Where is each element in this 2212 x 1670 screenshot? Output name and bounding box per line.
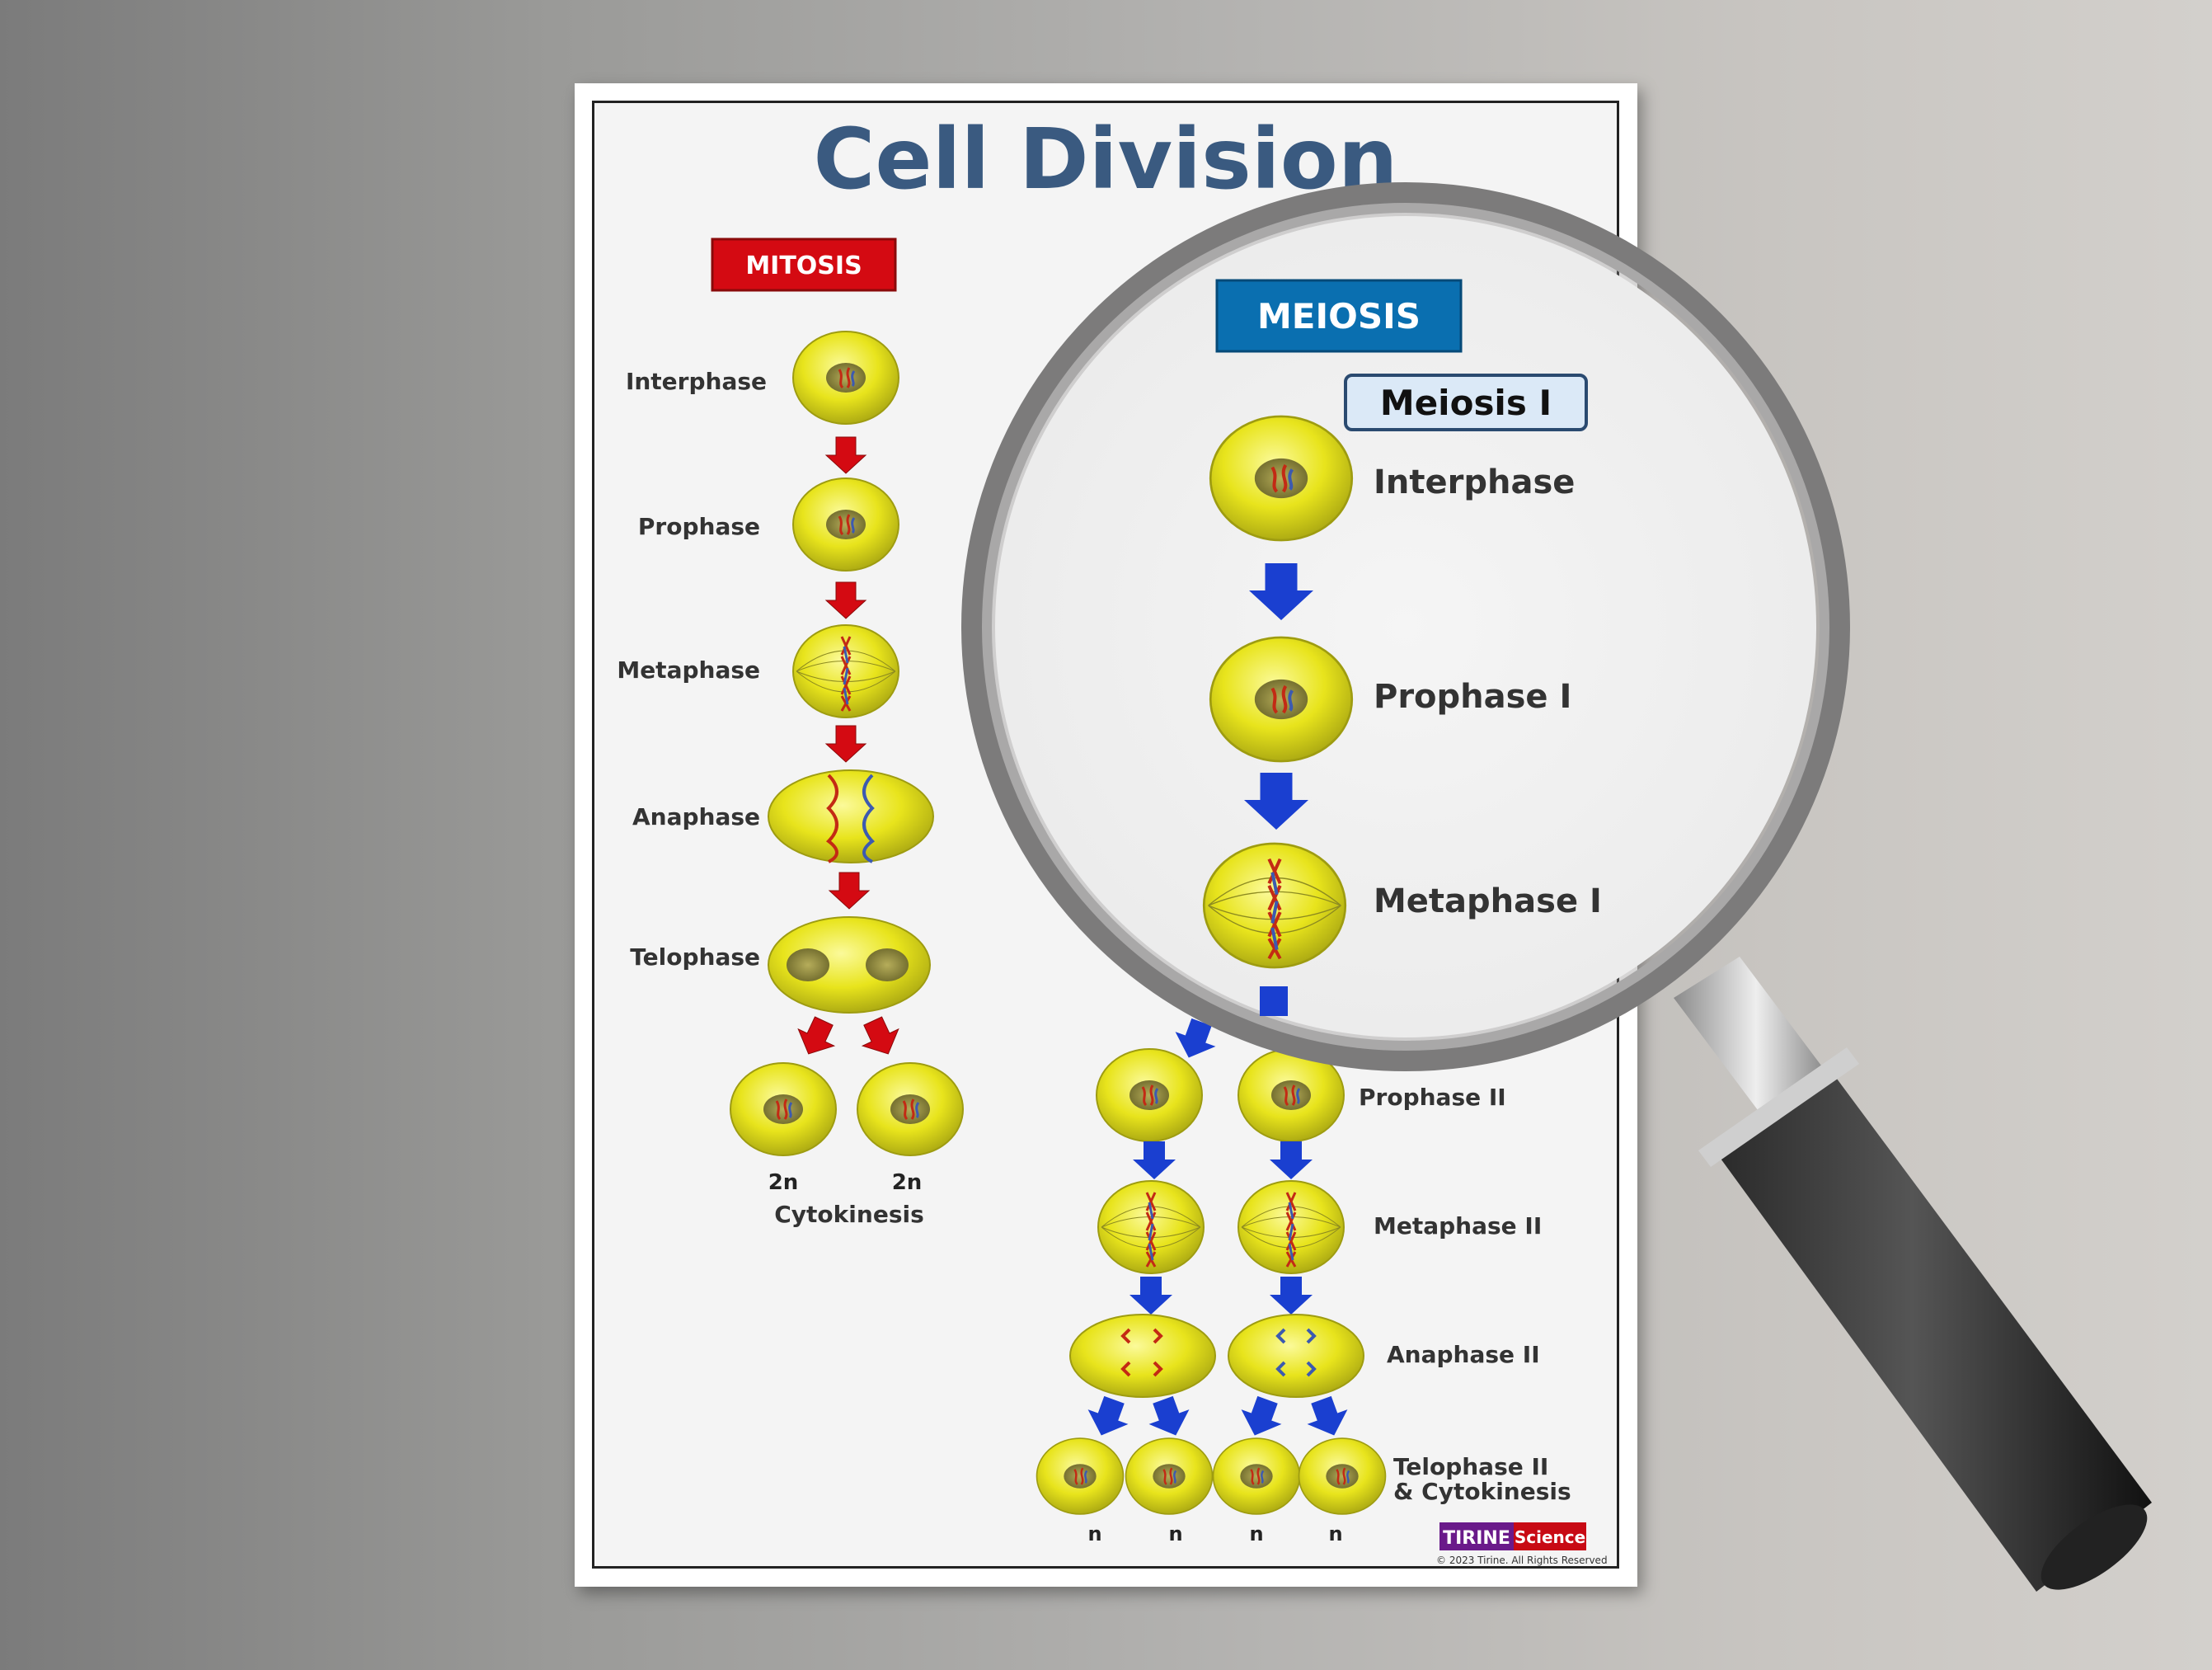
mitosis-header: MITOSIS <box>745 252 862 280</box>
meiosis2-arrow-2r <box>1270 1277 1313 1315</box>
meiosis-ploidy-4: n <box>1328 1522 1342 1545</box>
mitosis-anaphase-cell <box>768 769 934 863</box>
meiosis-cytokinesis-label: & Cytokinesis <box>1393 1478 1571 1505</box>
mitosis-telophase-cell <box>768 916 931 1014</box>
magnifier-handle <box>1674 957 2152 1592</box>
meiosis-i-label: Meiosis I <box>1380 383 1552 423</box>
brand-sub: Science <box>1515 1527 1585 1547</box>
mitosis-stage-telophase: Telophase <box>630 943 760 971</box>
meiosis2-arrow-2l <box>1129 1277 1172 1315</box>
mitosis-arrow-4 <box>829 872 870 910</box>
page-title: Cell Division <box>814 111 1398 209</box>
mitosis-stage-anaphase: Anaphase <box>632 803 760 830</box>
mitosis-stage-interphase: Interphase <box>626 368 767 395</box>
mitosis-ploidy-1: 2n <box>768 1170 799 1195</box>
copyright-notice: © 2023 Tirine. All Rights Reserved <box>1436 1555 1608 1566</box>
meiosis-gamete-cell-2 <box>1125 1437 1214 1516</box>
meiosis-telophase-ii-label: Telophase II <box>1393 1453 1548 1480</box>
meiosis-gamete-cell-1 <box>1036 1437 1125 1516</box>
meiosis-i-label-box <box>1344 374 1588 431</box>
meiosis-prophase-cell <box>1210 637 1352 761</box>
mitosis-daughter-cell-1 <box>729 1061 838 1157</box>
magnifier-lens <box>961 182 1850 1071</box>
meiosis2-prophase-cell-left <box>1095 1047 1204 1143</box>
meiosis-arrow-stub <box>1260 986 1288 1016</box>
meiosis2-arrow-1r <box>1270 1141 1313 1179</box>
mitosis-daughter-cell-2 <box>856 1061 965 1157</box>
mitosis-arrow-3 <box>825 725 866 763</box>
meiosis2-split-arrows <box>1081 1392 1355 1443</box>
mitosis-ploidy-2: 2n <box>892 1170 923 1195</box>
mitosis-stage-metaphase: Metaphase <box>617 656 760 684</box>
brand-name: TIRINE <box>1443 1528 1510 1549</box>
meiosis-header-box <box>1215 279 1463 353</box>
meiosis-interphase-cell <box>1210 416 1352 540</box>
meiosis-ploidy-2: n <box>1168 1522 1182 1545</box>
mitosis-arrow-1 <box>825 436 866 474</box>
brand-logo-box <box>1439 1522 1514 1550</box>
mitosis-split-arrows <box>790 1012 907 1063</box>
meiosis-gamete-cell-3 <box>1212 1437 1301 1516</box>
meiosis2-metaphase-cell-left <box>1097 1179 1205 1275</box>
mitosis-interphase-cell <box>791 330 900 426</box>
meiosis2-anaphase-cell-right <box>1228 1314 1364 1398</box>
meiosis-ploidy-1: n <box>1087 1522 1101 1545</box>
meiosis-stage-prophase-i: Prophase I <box>1374 678 1571 716</box>
meiosis-header: MEIOSIS <box>1257 296 1421 336</box>
meiosis-gamete-cell-4 <box>1298 1437 1387 1516</box>
meiosis-ploidy-3: n <box>1249 1522 1263 1545</box>
mitosis-cytokinesis-label: Cytokinesis <box>774 1201 924 1228</box>
mitosis-stage-prophase: Prophase <box>638 513 760 540</box>
mitosis-prophase-cell <box>791 477 900 572</box>
mitosis-arrow-2 <box>825 581 866 619</box>
brand-sub-box <box>1514 1522 1586 1550</box>
mitosis-header-box <box>711 238 897 292</box>
meiosis-stage-anaphase-ii: Anaphase II <box>1387 1341 1540 1368</box>
mitosis-metaphase-cell <box>791 623 900 719</box>
meiosis-metaphase-cell <box>1204 844 1346 967</box>
meiosis-stage-metaphase-i: Metaphase I <box>1374 882 1602 920</box>
meiosis2-anaphase-cell-left <box>1069 1314 1216 1398</box>
meiosis-stage-interphase: Interphase <box>1374 463 1575 501</box>
meiosis2-arrow-1l <box>1133 1141 1176 1179</box>
meiosis2-metaphase-cell-right <box>1237 1179 1346 1275</box>
meiosis-stage-metaphase-ii: Metaphase II <box>1374 1212 1542 1240</box>
meiosis-stage-prophase-ii: Prophase II <box>1359 1084 1506 1111</box>
